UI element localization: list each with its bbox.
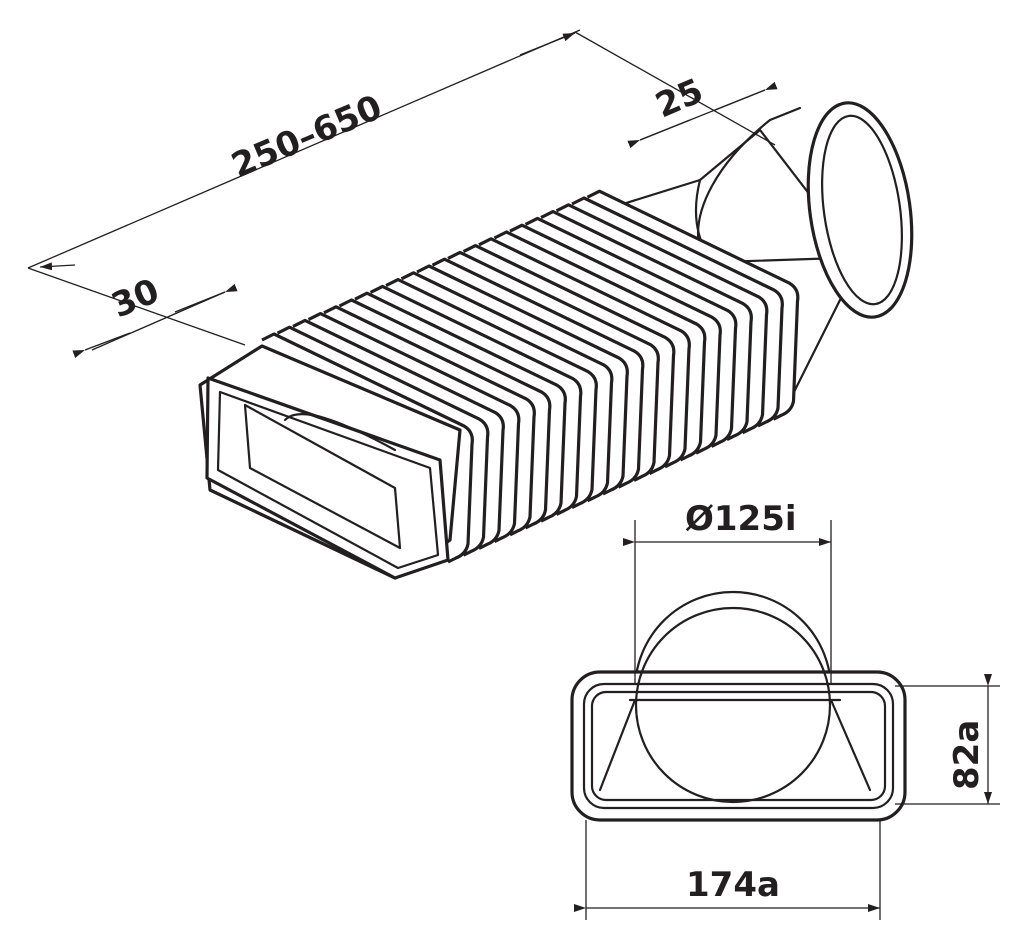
round-collar xyxy=(806,101,914,319)
front-view: Ø125i 82a 174a xyxy=(570,499,1000,920)
height-label: 82a xyxy=(947,720,987,790)
length-label: 250–650 xyxy=(226,87,388,186)
rect-outer xyxy=(570,670,907,822)
front-collar-label: 30 xyxy=(106,271,165,326)
width-label: 174a xyxy=(686,865,780,905)
diameter-label: Ø125i xyxy=(685,499,797,539)
isometric-view xyxy=(198,101,914,580)
round-outlet xyxy=(634,590,832,682)
